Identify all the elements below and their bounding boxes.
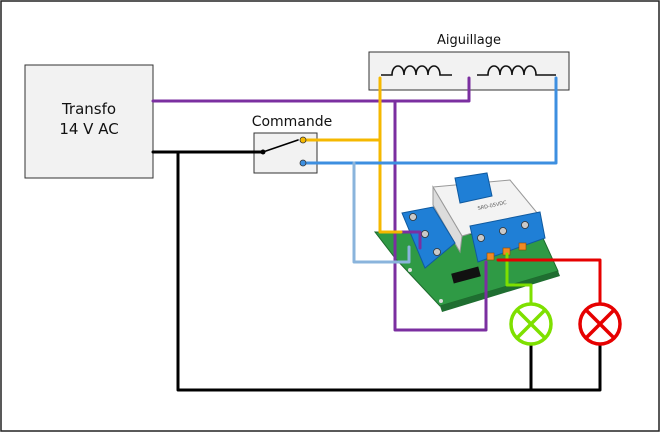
wire-purple-transfo-aiguillage (151, 76, 471, 103)
red-lamp-icon (578, 302, 622, 346)
wires (151, 76, 602, 392)
wire-purple-board (393, 99, 488, 332)
switch-terminal-icon (299, 159, 307, 167)
wire-black-return (176, 150, 602, 392)
pcb-edge (440, 271, 560, 312)
terminal-contact-icon (486, 252, 495, 261)
point-motor-label: Aiguillage (437, 33, 501, 48)
transformer-box (24, 64, 154, 179)
coil-left-icon (381, 65, 452, 76)
transformer-block: Transfo 14 V AC (24, 64, 154, 179)
coil-right-icon (477, 65, 556, 76)
transformer-label-line2: 14 V AC (59, 120, 118, 138)
relay-board: SRD-05VDC (373, 172, 560, 312)
relay-housing-side (432, 185, 463, 254)
terminal-contact-icon (518, 242, 527, 251)
terminal-screw-icon (433, 248, 441, 256)
terminal-screw-icon (421, 230, 429, 238)
wire-yellow-aiguillage (378, 76, 403, 234)
terminal-screw-icon (409, 213, 417, 221)
terminal-block-top-icon (454, 172, 493, 204)
green-lamp-icon (509, 302, 553, 346)
pcb-hole-icon (408, 268, 412, 272)
command-label: Commande (252, 114, 333, 130)
switch-pivot-icon (260, 149, 266, 155)
terminal-screw-icon (477, 234, 485, 242)
wire-purple-relay (393, 230, 422, 250)
terminal-block-left-icon (401, 206, 456, 269)
switch-lever (262, 139, 299, 153)
terminal-screw-icon (521, 221, 529, 229)
wire-green-lamp (505, 252, 533, 306)
transformer-label-line1: Transfo (61, 100, 116, 118)
wire-blue-switch (301, 76, 558, 165)
wire-red-lamp (496, 258, 602, 306)
pcb-hole-icon (439, 299, 443, 303)
wire-lightblue-board (352, 161, 411, 264)
terminal-screw-icon (499, 227, 507, 235)
switch-terminal-icon (299, 136, 307, 144)
jumper-header-icon (451, 266, 481, 284)
